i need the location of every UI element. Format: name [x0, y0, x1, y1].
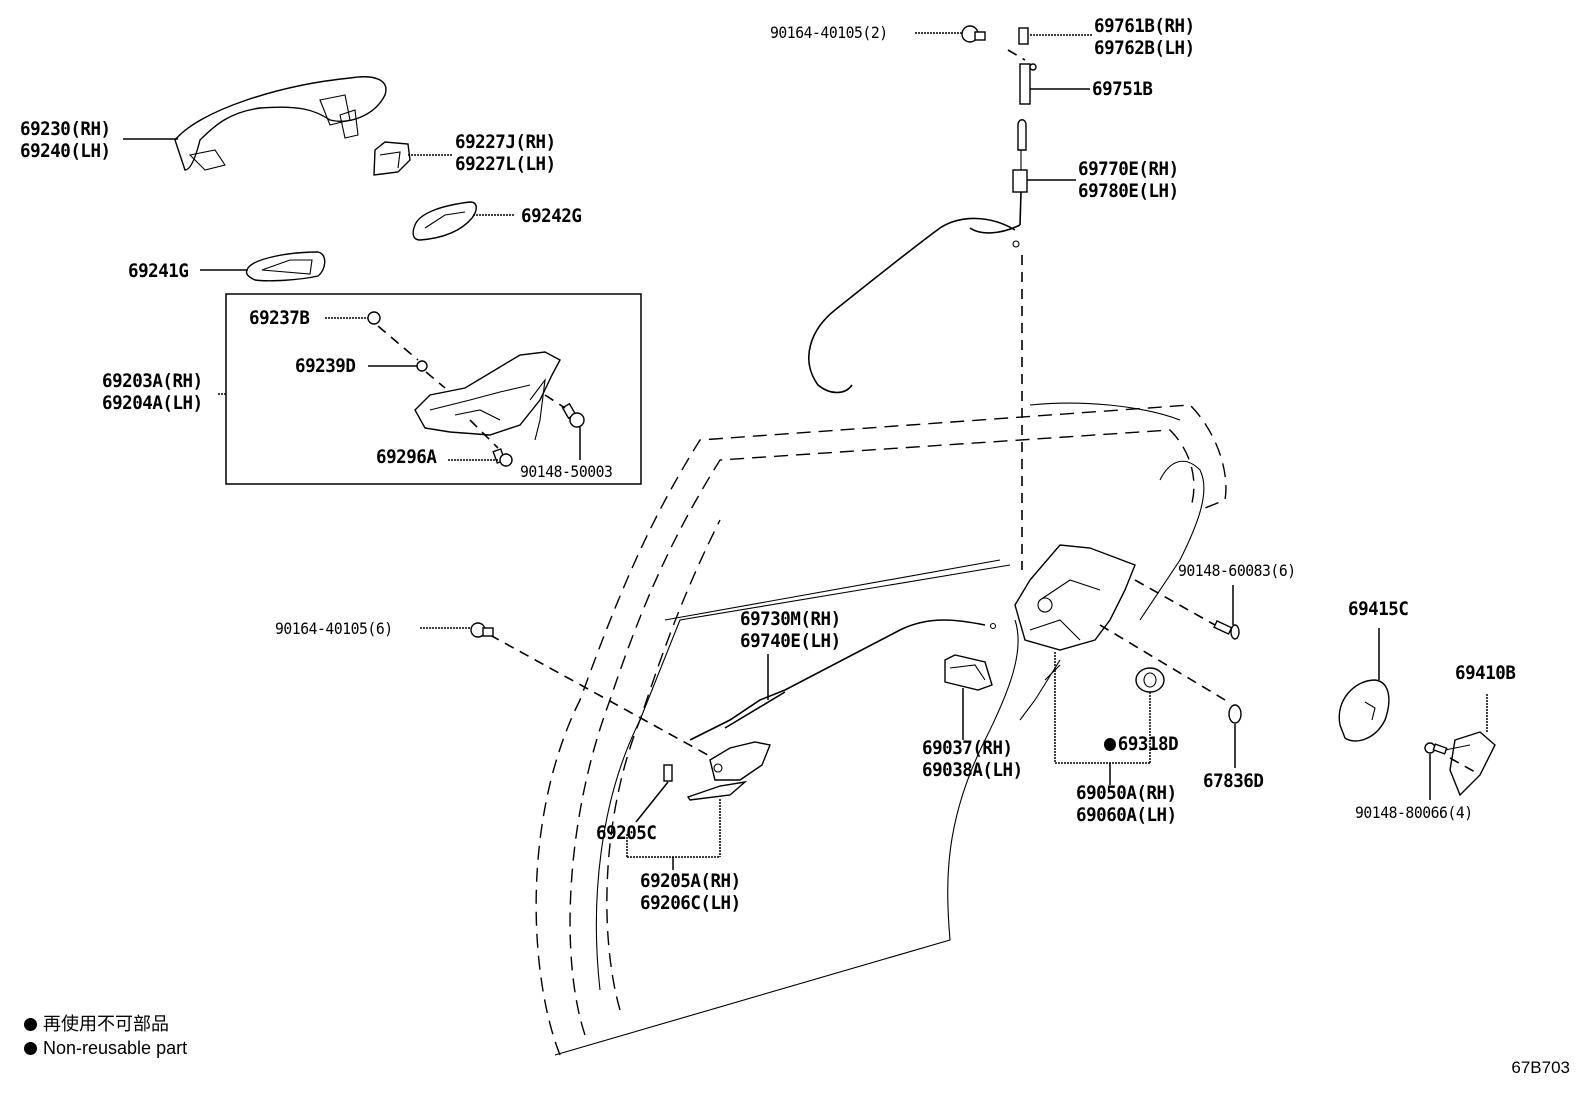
screw-90148-50003[interactable]: [561, 402, 585, 428]
part-label-69296a[interactable]: 69296A: [376, 446, 437, 468]
part-label-69050[interactable]: 69050A(RH) 69060A(LH): [1076, 782, 1177, 826]
lock-rod-69751b[interactable]: [1019, 63, 1037, 105]
lock-protector-69037[interactable]: [944, 654, 993, 691]
legend: 再使用不可部品 Non-reusable part: [24, 1012, 187, 1060]
striker-cover-69415c[interactable]: [1338, 679, 1390, 742]
part-label-69241g[interactable]: 69241G: [128, 260, 189, 282]
handle-frame-assembly[interactable]: [414, 351, 561, 441]
lock-link-rod: [1019, 659, 1061, 721]
inside-handle-69205[interactable]: [686, 741, 771, 801]
screw-90164-40105-6[interactable]: [470, 622, 494, 638]
handle-pad-69241g[interactable]: [245, 251, 326, 282]
assembly-axis-90164-2: [1007, 49, 1026, 61]
assembly-axis-67836d: [1099, 624, 1226, 701]
assembly-axis-90148-80066: [1449, 757, 1476, 773]
door-outline: [535, 402, 1227, 1056]
grommet-67836d[interactable]: [1228, 704, 1242, 724]
assembly-axis-90164-6: [489, 634, 736, 771]
part-label-69318d[interactable]: 69318D: [1104, 733, 1179, 755]
part-label-90164-40105-2[interactable]: 90164-40105(2): [770, 23, 888, 42]
door-lock-assembly[interactable]: [1014, 544, 1136, 651]
legend-item-english: Non-reusable part: [24, 1036, 187, 1060]
assembly-axis-69296: [469, 419, 499, 449]
assembly-axis-90148-50003: [544, 394, 566, 409]
drawing-code: 67B703: [1511, 1058, 1570, 1077]
part-label-90148-60083[interactable]: 90148-60083(6): [1178, 561, 1296, 580]
part-label-69730[interactable]: 69730M(RH) 69740E(LH): [740, 608, 841, 652]
cylinder-cap-69761b[interactable]: [1018, 27, 1029, 45]
part-label-69227[interactable]: 69227J(RH) 69227L(LH): [455, 131, 556, 175]
assembly-group-box-69203: [225, 293, 642, 485]
remote-control-cable-69730[interactable]: [689, 619, 997, 741]
plug-69237b[interactable]: [367, 311, 381, 325]
handle-cover-cap[interactable]: [373, 141, 411, 176]
part-label-69237b[interactable]: 69237B: [249, 307, 310, 329]
part-label-69410b[interactable]: 69410B: [1455, 662, 1516, 684]
assembly-axis-69237: [377, 325, 446, 389]
part-label-69242g[interactable]: 69242G: [521, 205, 582, 227]
part-label-69770e[interactable]: 69770E(RH) 69780E(LH): [1078, 158, 1179, 202]
seal-69318d[interactable]: [1135, 667, 1165, 693]
non-reusable-marker: [1104, 738, 1116, 751]
bezel-clip-69205c[interactable]: [663, 764, 673, 782]
screw-90148-60083[interactable]: [1213, 619, 1240, 640]
part-label-90148-80066[interactable]: 90148-80066(4): [1355, 803, 1473, 822]
part-label-69239d[interactable]: 69239D: [295, 355, 356, 377]
non-reusable-marker-icon: [24, 1017, 37, 1031]
part-label-69205[interactable]: 69205A(RH) 69206C(LH): [640, 870, 741, 914]
handle-pad-69242g[interactable]: [412, 201, 477, 241]
part-label-69205c[interactable]: 69205C: [596, 822, 657, 844]
screw-90148-80066[interactable]: [1424, 742, 1448, 755]
screw-69296a[interactable]: [492, 448, 513, 467]
part-label-90148-50003[interactable]: 90148-50003: [520, 462, 613, 481]
part-label-69037[interactable]: 69037(RH) 69038A(LH): [922, 737, 1023, 781]
lock-cable-69770e[interactable]: [808, 119, 1028, 394]
legend-item-japanese: 再使用不可部品: [24, 1012, 187, 1036]
part-label-69230[interactable]: 69230(RH) 69240(LH): [20, 118, 111, 162]
part-label-69415c[interactable]: 69415C: [1348, 598, 1409, 620]
screw-90164-40105-2[interactable]: [961, 25, 986, 43]
part-label-69203[interactable]: 69203A(RH) 69204A(LH): [102, 370, 203, 414]
outside-door-handle[interactable]: [174, 76, 387, 171]
assembly-axis-90148-60083: [1134, 579, 1216, 626]
part-label-69751b[interactable]: 69751B: [1092, 78, 1153, 100]
part-label-67836d[interactable]: 67836D: [1203, 770, 1264, 792]
leader-69205c: [635, 781, 669, 823]
striker-69410b[interactable]: [1444, 731, 1496, 797]
part-label-69761b[interactable]: 69761B(RH) 69762B(LH): [1094, 15, 1195, 59]
non-reusable-marker-icon: [24, 1041, 37, 1055]
part-label-90164-40105-6[interactable]: 90164-40105(6): [275, 619, 393, 638]
clip-69239d[interactable]: [416, 360, 428, 372]
